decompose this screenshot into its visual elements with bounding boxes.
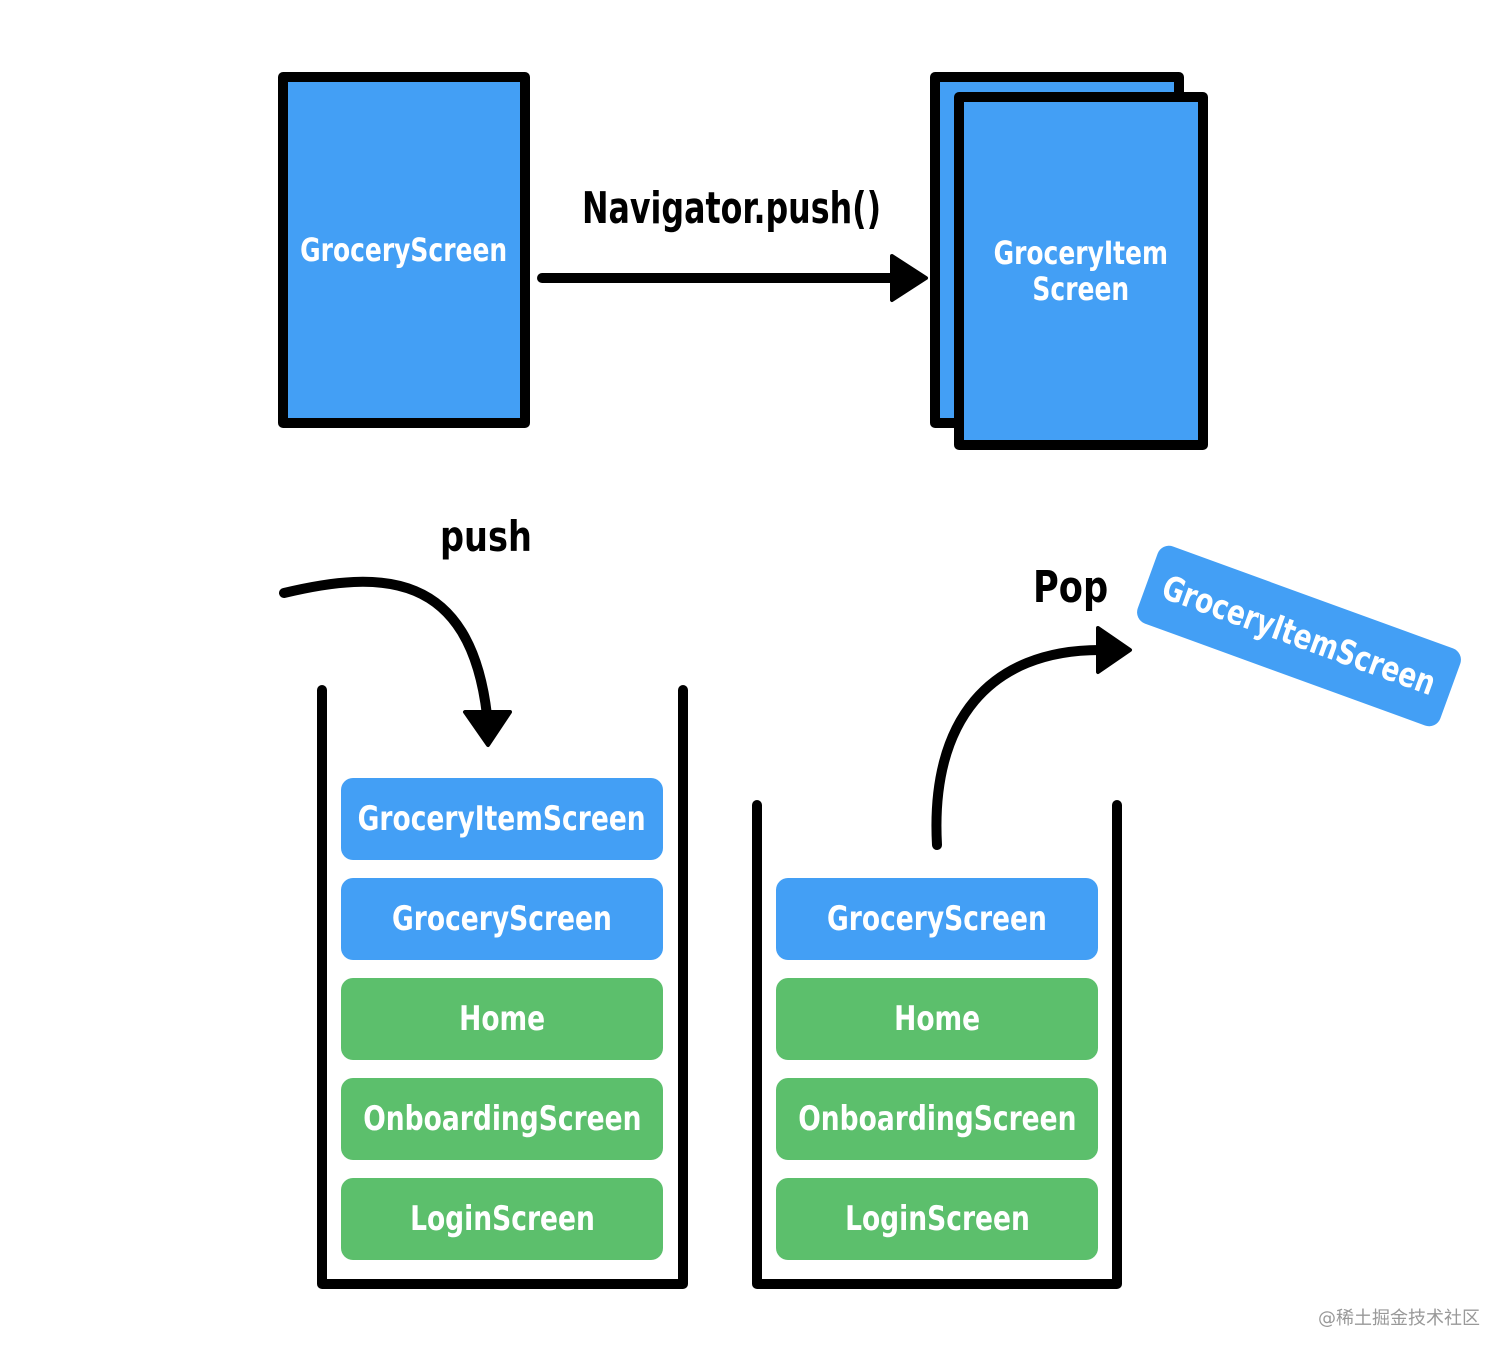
right-stack-slot: GroceryScreen	[776, 878, 1098, 960]
left-stack-slot: GroceryItemScreen	[341, 778, 663, 860]
right-stack-slot-label: Home	[893, 999, 981, 1039]
grocery-screen-card: GroceryScreen	[278, 72, 530, 428]
left-stack-slot: LoginScreen	[341, 1178, 663, 1260]
right-stack-slot: Home	[776, 978, 1098, 1060]
right-stack-slot: LoginScreen	[776, 1178, 1098, 1260]
watermark: @稀土掘金技术社区	[1318, 1308, 1480, 1329]
right-stack-slot-label: OnboardingScreen	[797, 1099, 1077, 1139]
navigator-push-label: Navigator.push()	[582, 183, 882, 234]
grocery-screen-card-label: GroceryScreen	[300, 231, 508, 269]
left-stack-slot: OnboardingScreen	[341, 1078, 663, 1160]
pop-curve-head	[1096, 626, 1132, 674]
right-stack-slot-label: GroceryScreen	[827, 899, 1047, 939]
left-stack-slot-label: GroceryItemScreen	[357, 799, 647, 839]
left-stack-slot-label: GroceryScreen	[392, 899, 612, 939]
left-stack-slot-label: Home	[458, 999, 546, 1039]
pop-label: Pop	[1033, 562, 1109, 613]
right-stack-slot: OnboardingScreen	[776, 1078, 1098, 1160]
push-arrow-head	[890, 254, 928, 302]
left-stack-slot: GroceryScreen	[341, 878, 663, 960]
left-stack-container	[317, 685, 688, 1289]
right-stack-slot-label: LoginScreen	[844, 1199, 1030, 1239]
grocery-item-screen-card-label: GroceryItem Screen	[993, 234, 1169, 308]
push-label: push	[440, 512, 532, 561]
left-stack-slot-label: LoginScreen	[409, 1199, 595, 1239]
pop-curve-line	[931, 645, 1105, 850]
right-stack-container	[752, 800, 1122, 1289]
grocery-item-screen-card: GroceryItem Screen	[954, 92, 1208, 450]
left-stack-slot-label: OnboardingScreen	[362, 1099, 642, 1139]
push-curve-head	[463, 710, 512, 747]
push-curve-line	[279, 576, 492, 720]
left-stack-slot: Home	[341, 978, 663, 1060]
